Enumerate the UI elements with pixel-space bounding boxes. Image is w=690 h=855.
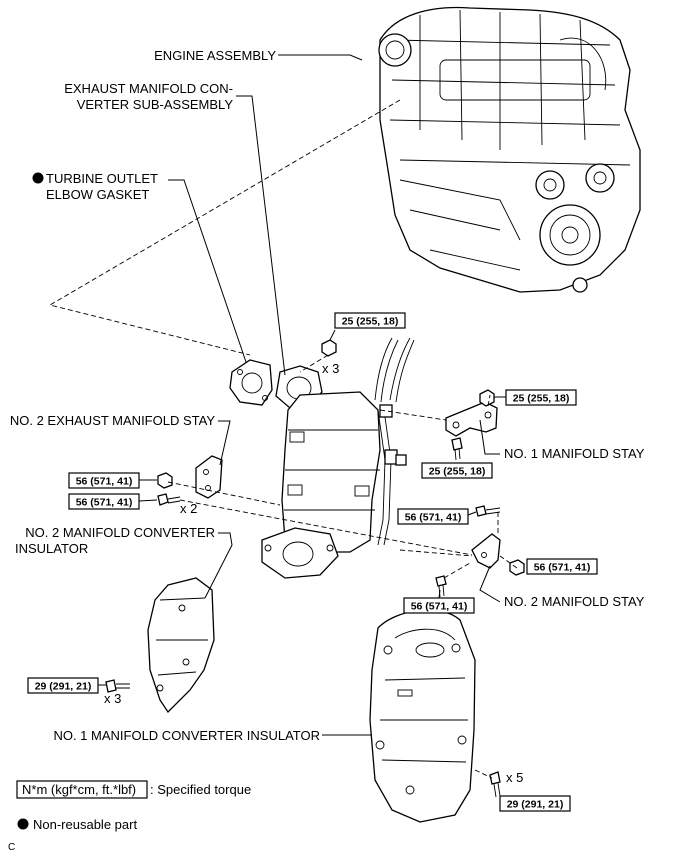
svg-text:25 (255, 18): 25 (255, 18) xyxy=(429,466,486,478)
label-turbine-gasket-1: TURBINE OUTLET xyxy=(46,171,158,186)
label-no2-exhaust-stay: NO. 2 EXHAUST MANIFOLD STAY xyxy=(10,413,215,428)
torque-box-top: 25 (255, 18) xyxy=(334,312,406,329)
label-no2-converter-insulator-2: INSULATOR xyxy=(15,541,88,556)
footer-code: C xyxy=(8,842,15,853)
torque-box-left-insulator: 29 (291, 21) xyxy=(27,677,99,694)
label-engine-assembly: ENGINE ASSEMBLY xyxy=(154,48,276,63)
engine-assembly-illustration xyxy=(378,6,641,293)
svg-text:29 (291, 21): 29 (291, 21) xyxy=(35,681,92,693)
torque-box-stay-nut: 25 (255, 18) xyxy=(505,389,577,406)
svg-text:56 (571, 41): 56 (571, 41) xyxy=(76,497,133,509)
svg-text:25 (255, 18): 25 (255, 18) xyxy=(342,316,399,328)
label-exhaust-manifold-2: VERTER SUB-ASSEMBLY xyxy=(77,97,234,112)
nonreusable-legend-icon xyxy=(17,818,29,830)
label-turbine-gasket-2: ELBOW GASKET xyxy=(46,187,149,202)
legend-nonreusable: Non-reusable part xyxy=(17,817,137,832)
label-no2-manifold-stay: NO. 2 MANIFOLD STAY xyxy=(504,594,645,609)
torque-box-right-nut: 56 (571, 41) xyxy=(526,558,598,575)
exhaust-manifold-converter-illustration xyxy=(261,337,415,579)
label-exhaust-manifold-1: EXHAUST MANIFOLD CON- xyxy=(64,81,233,96)
nonreusable-marker-icon xyxy=(32,172,44,184)
quantity-x3-left: x 3 xyxy=(104,691,121,706)
svg-text:25 (255, 18): 25 (255, 18) xyxy=(513,393,570,405)
label-no1-manifold-stay: NO. 1 MANIFOLD STAY xyxy=(504,446,645,461)
no2-manifold-converter-insulator-illustration xyxy=(105,577,215,714)
torque-box-left-bolt: 56 (571, 41) xyxy=(68,493,140,510)
no1-manifold-converter-insulator-illustration xyxy=(369,609,501,823)
nut-top-illustration xyxy=(321,339,337,357)
label-no1-converter-insulator: NO. 1 MANIFOLD CONVERTER INSULATOR xyxy=(53,728,320,743)
svg-text:56 (571, 41): 56 (571, 41) xyxy=(76,476,133,488)
svg-text:56 (571, 41): 56 (571, 41) xyxy=(405,512,462,524)
torque-box-right-insulator: 29 (291, 21) xyxy=(499,795,571,812)
legend-torque-text: : Specified torque xyxy=(150,782,251,797)
torque-box-right-top: 56 (571, 41) xyxy=(397,508,469,525)
no1-manifold-stay-illustration xyxy=(445,389,498,461)
torque-box-right-bottom: 56 (571, 41) xyxy=(403,597,475,614)
legend-nonreusable-text: Non-reusable part xyxy=(33,817,137,832)
no2-exhaust-manifold-stay-illustration xyxy=(157,455,223,506)
legend-torque-unit: N*m (kgf*cm, ft.*lbf) xyxy=(22,782,136,797)
quantity-x5: x 5 xyxy=(506,770,523,785)
turbine-outlet-elbow-gasket-illustration xyxy=(229,359,273,406)
label-no2-converter-insulator-1: NO. 2 MANIFOLD CONVERTER xyxy=(25,525,215,540)
svg-text:56 (571, 41): 56 (571, 41) xyxy=(411,601,468,613)
legend-torque: N*m (kgf*cm, ft.*lbf) : Specified torque xyxy=(16,780,251,799)
torque-box-left-nut: 56 (571, 41) xyxy=(68,472,140,489)
quantity-x2: x 2 xyxy=(180,501,197,516)
svg-text:56 (571, 41): 56 (571, 41) xyxy=(534,562,591,574)
quantity-x3-top: x 3 xyxy=(322,361,339,376)
leader-lines xyxy=(168,54,501,736)
svg-text:29 (291, 21): 29 (291, 21) xyxy=(507,799,564,811)
torque-box-stay-bolt: 25 (255, 18) xyxy=(421,462,493,479)
